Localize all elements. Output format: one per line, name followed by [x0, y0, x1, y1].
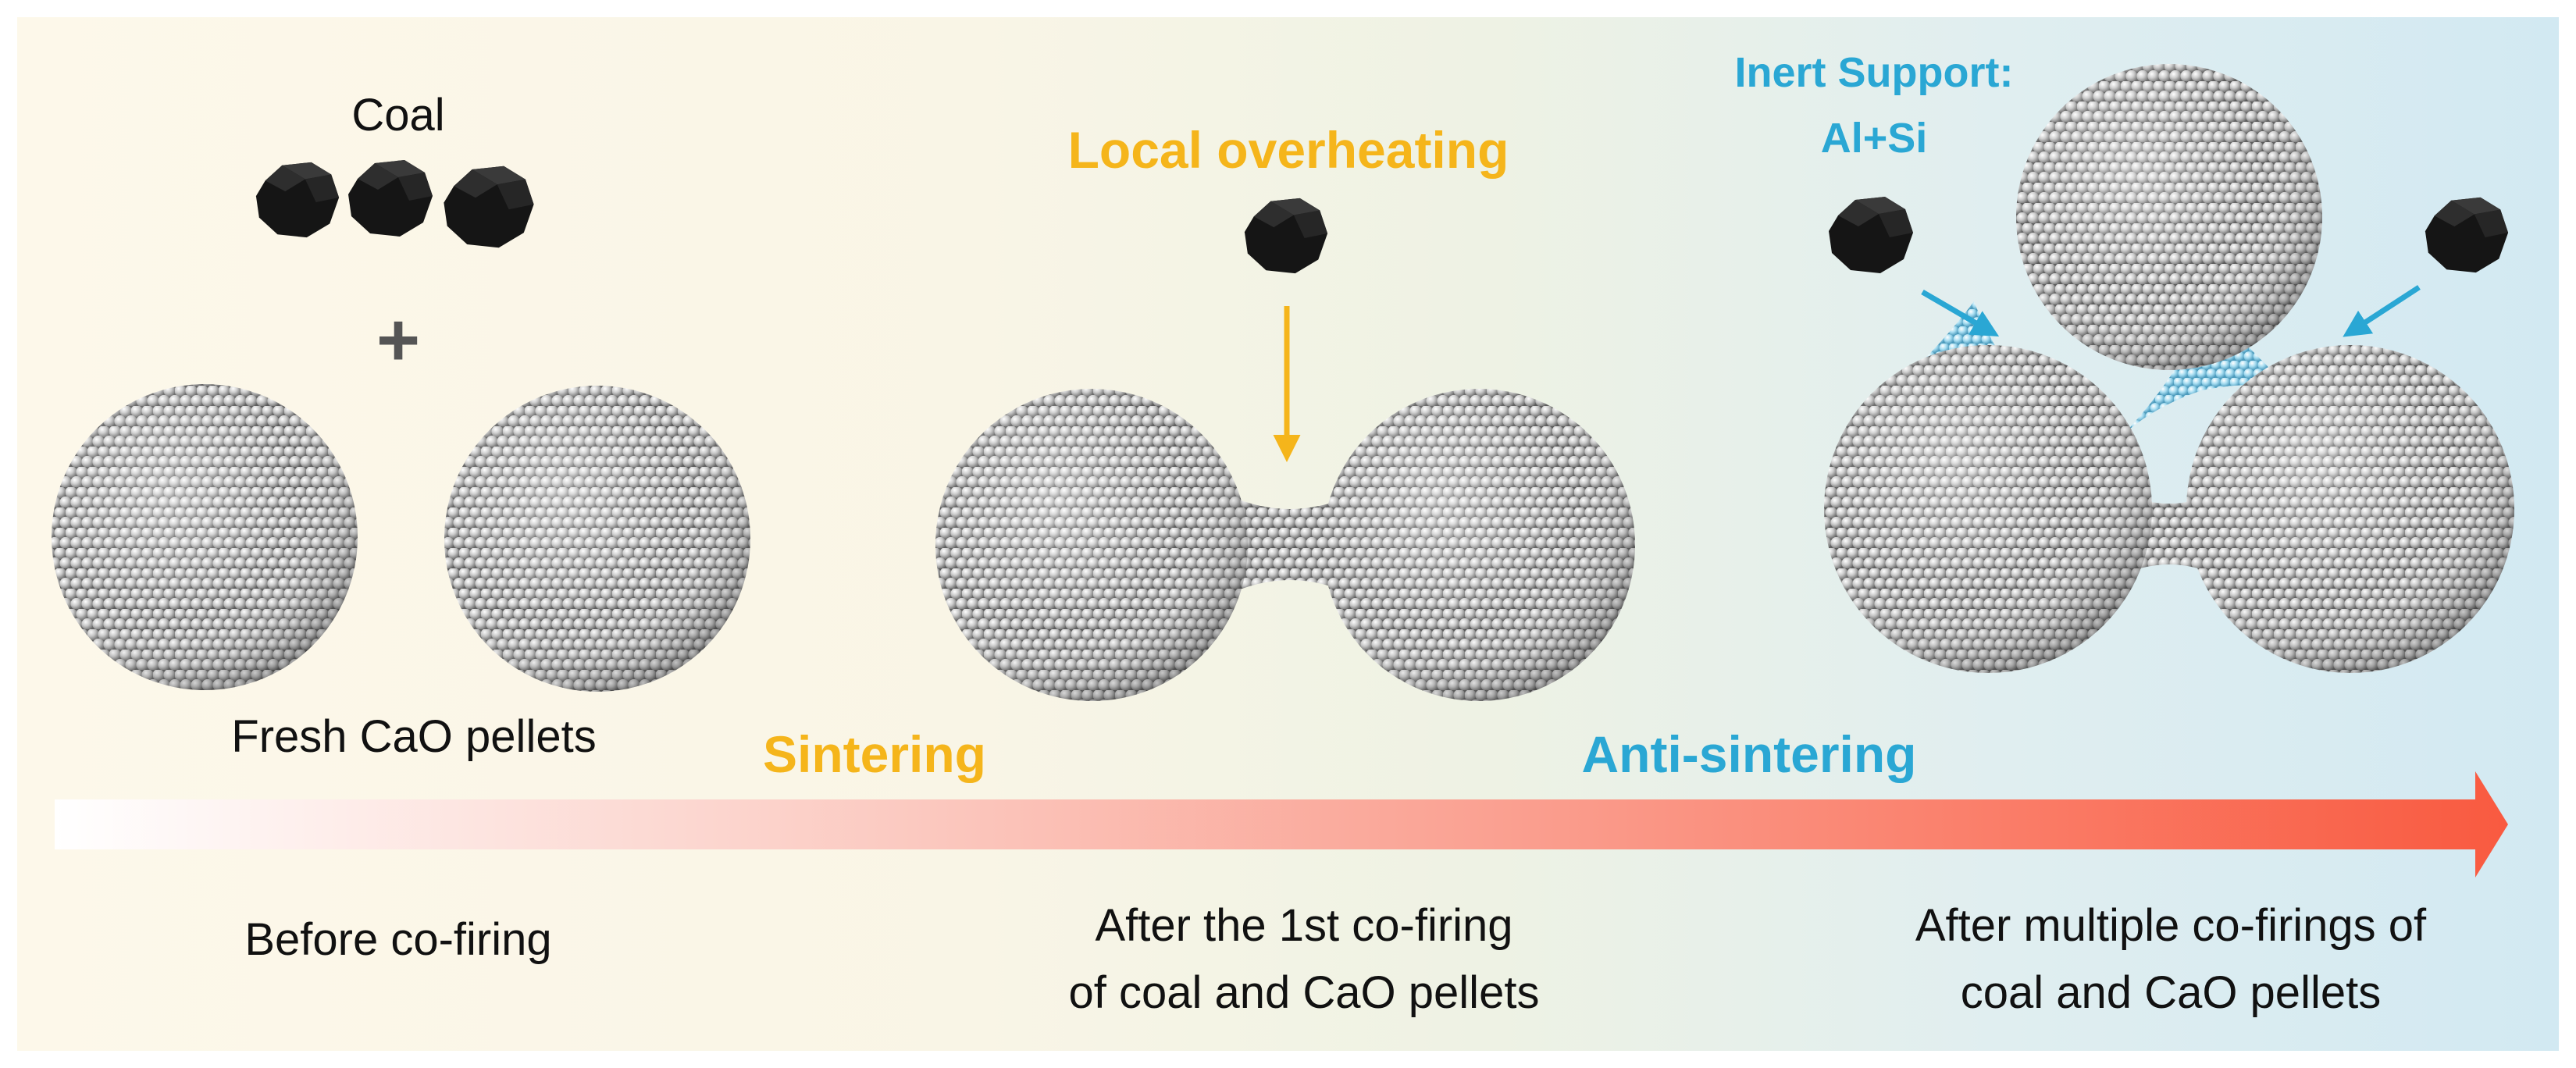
coal-group-stage1 [255, 160, 534, 248]
inert-support-label-line1: Inert Support: [1734, 49, 2014, 96]
inert-support-label-line2: Al+Si [1820, 115, 1928, 162]
pellet-shading [1323, 389, 1635, 701]
fresh-cao-pellets [52, 384, 750, 692]
pellet-shading [935, 389, 1248, 701]
process-arrow [55, 771, 2508, 878]
pellet-shading [2016, 64, 2322, 370]
pellet-shading [2186, 345, 2514, 673]
pellet-shading [52, 384, 358, 690]
anti-sintering-label: Anti-sintering [1581, 725, 1917, 783]
inert-support-particles [2124, 301, 2293, 434]
coal-lump-icon [2425, 197, 2509, 273]
local-overheating-label: Local overheating [1067, 121, 1509, 179]
caption-first-cofiring-line2: of coal and CaO pellets [1068, 967, 1540, 1018]
coal-lump-icon [1244, 198, 1328, 274]
caption-multiple-cofirings-line2: coal and CaO pellets [1960, 967, 2382, 1018]
support-pointer-arrow-left [1921, 289, 2000, 337]
caption-multiple-cofirings-line1: After multiple co-firings of [1915, 900, 2427, 951]
sintering-label: Sintering [762, 725, 986, 783]
caption-before-cofiring: Before co-firing [244, 914, 552, 965]
coal-lump-icon [1829, 197, 1913, 273]
anti-sintering-cluster [1824, 64, 2514, 673]
fresh-pellets-label: Fresh CaO pellets [231, 711, 597, 762]
coal-lump-icon [255, 162, 340, 238]
pellet-shading [1824, 345, 2152, 673]
caption-first-cofiring-line1: After the 1st co-firing [1095, 900, 1513, 951]
support-pointer-arrow-right [2343, 285, 2421, 337]
coal-label: Coal [351, 90, 445, 141]
plus-sign: + [376, 298, 421, 382]
coal-lump-icon [444, 166, 534, 248]
sintered-pellet-pair [935, 389, 1635, 701]
pellet-shading [444, 386, 750, 692]
coal-lump-icon [348, 160, 433, 237]
